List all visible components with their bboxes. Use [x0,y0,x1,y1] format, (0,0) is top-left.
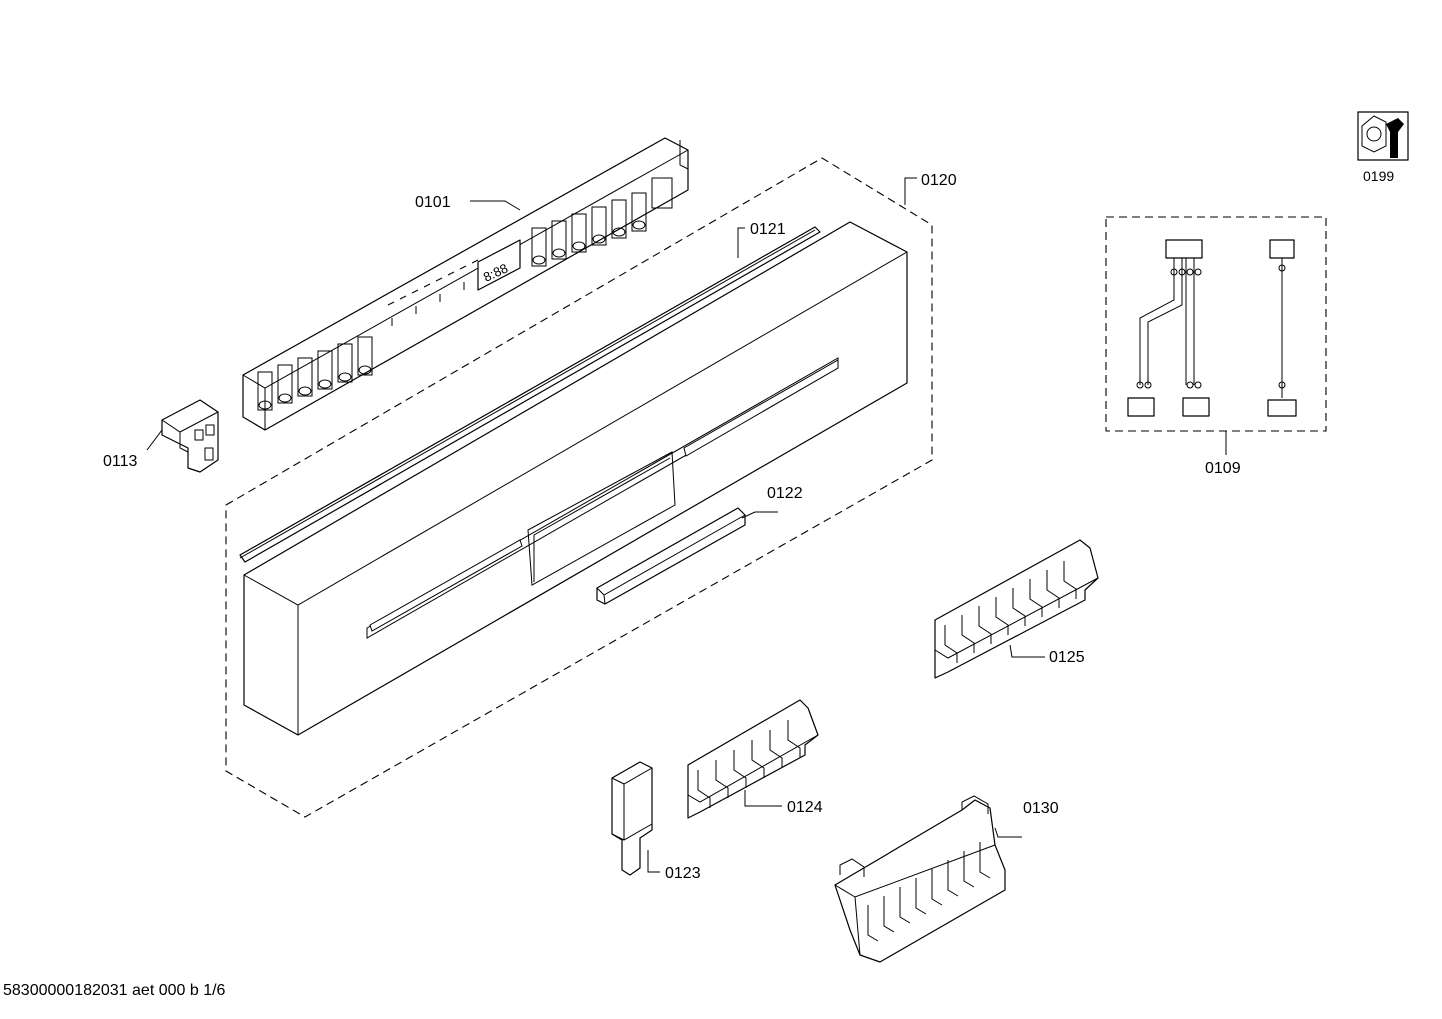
part-0121-trim-strip [239,226,821,563]
part-0125-key-carrier [934,539,1099,679]
label-0123: 0123 [665,865,701,882]
document-reference-footer: 58300000182031 aet 000 b 1/6 [3,982,226,999]
label-0120: 0120 [921,172,957,189]
label-0199: 0199 [1363,168,1394,184]
label-0125: 0125 [1049,649,1085,666]
label-0121: 0121 [750,221,786,238]
label-0124: 0124 [787,799,823,816]
part-0123-switch-pin [611,761,653,876]
part-0124-key-carrier [687,699,819,819]
part-0122-display-cover [596,507,746,605]
leader-lines [146,177,1227,873]
part-0109-wiring-harness [1105,216,1327,432]
part-0130-holder [834,795,1006,963]
label-0101: 0101 [415,194,451,211]
part-0101-control-module: 8:88 [242,137,689,431]
assembly-0120-outline [225,157,933,818]
label-0109: 0109 [1205,460,1241,477]
wrench-nut-icon [1357,111,1409,161]
part-0120-control-panel [243,221,908,736]
display-icon: 8:88 [477,239,521,291]
label-0122: 0122 [767,485,803,502]
label-0130: 0130 [1023,800,1059,817]
label-0113: 0113 [103,453,138,470]
part-0113-bracket [161,399,219,473]
